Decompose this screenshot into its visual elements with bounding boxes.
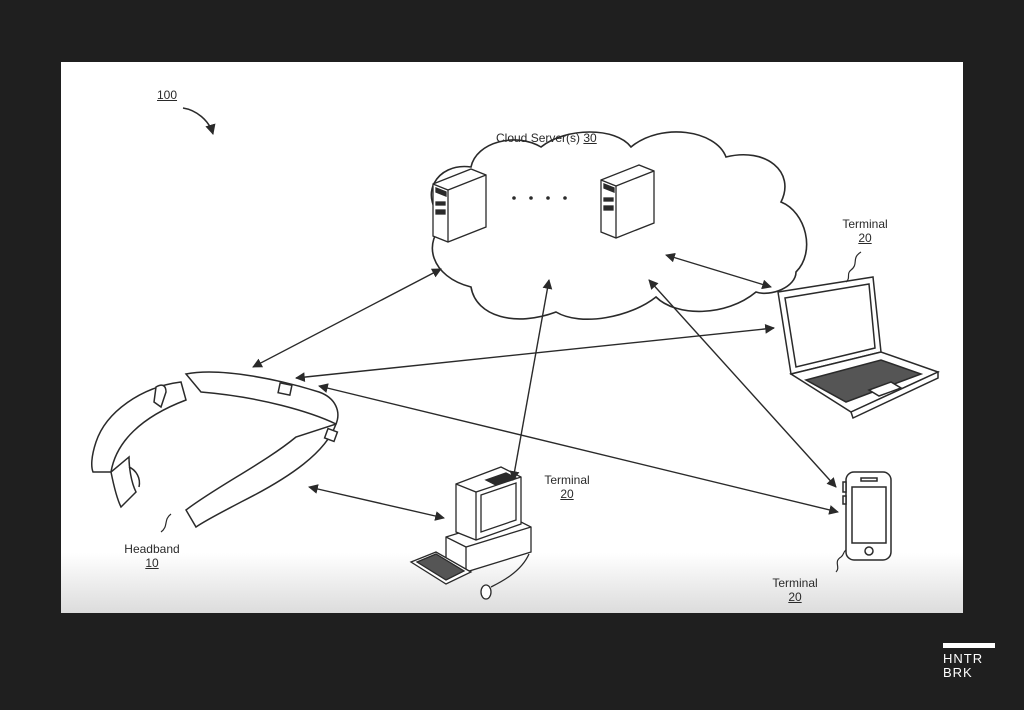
headband-text: Headband [124,542,180,556]
terminal-desktop-ref: 20 [560,487,574,501]
desktop-computer-icon [409,466,532,600]
terminal-laptop-text: Terminal [842,217,888,231]
logo-bar [943,643,995,648]
logo-line-2: BRK [943,665,973,680]
figure-ref-arrow [182,107,216,136]
terminal-phone-ref: 20 [788,590,802,604]
terminal-desktop-label: Terminal 20 [539,473,595,501]
headband-device-icon [91,371,339,529]
cloud-ref: 30 [583,131,597,145]
figure-ref-label: 100 [157,88,178,102]
terminal-phone-text: Terminal [772,576,818,590]
terminal-laptop-label: Terminal 20 [837,217,893,245]
cloud-label-text: Cloud Server(s) [496,131,581,145]
leader-laptop [845,251,862,283]
system-diagram [91,107,940,600]
patent-figure-sheet: 100 Cloud Server(s) 30 Terminal 20 Termi… [61,62,963,613]
brand-logo: HNTR BRK [943,643,995,680]
logo-line-1: HNTR [943,651,984,666]
sheet-bottom-shadow [61,553,963,613]
server-ellipsis [512,196,567,200]
smartphone-icon [842,471,892,561]
cloud-label: Cloud Server(s) 30 [496,131,597,145]
connection-arrows [252,252,839,521]
terminal-phone-label: Terminal 20 [767,576,823,604]
leader-headband [160,513,172,533]
arrow-headband-phone [318,383,839,515]
server-left-icon [432,168,487,243]
terminal-desktop-text: Terminal [544,473,590,487]
arrow-headband-desktop [308,484,445,521]
headband-ref: 10 [145,556,159,570]
laptop-icon [777,276,940,420]
terminal-laptop-ref: 20 [858,231,872,245]
headband-label: Headband 10 [121,542,183,570]
arrow-headband-laptop [295,324,775,382]
leader-phone [835,549,847,573]
server-right-icon [600,164,655,239]
arrow-cloud-headband [252,268,442,368]
